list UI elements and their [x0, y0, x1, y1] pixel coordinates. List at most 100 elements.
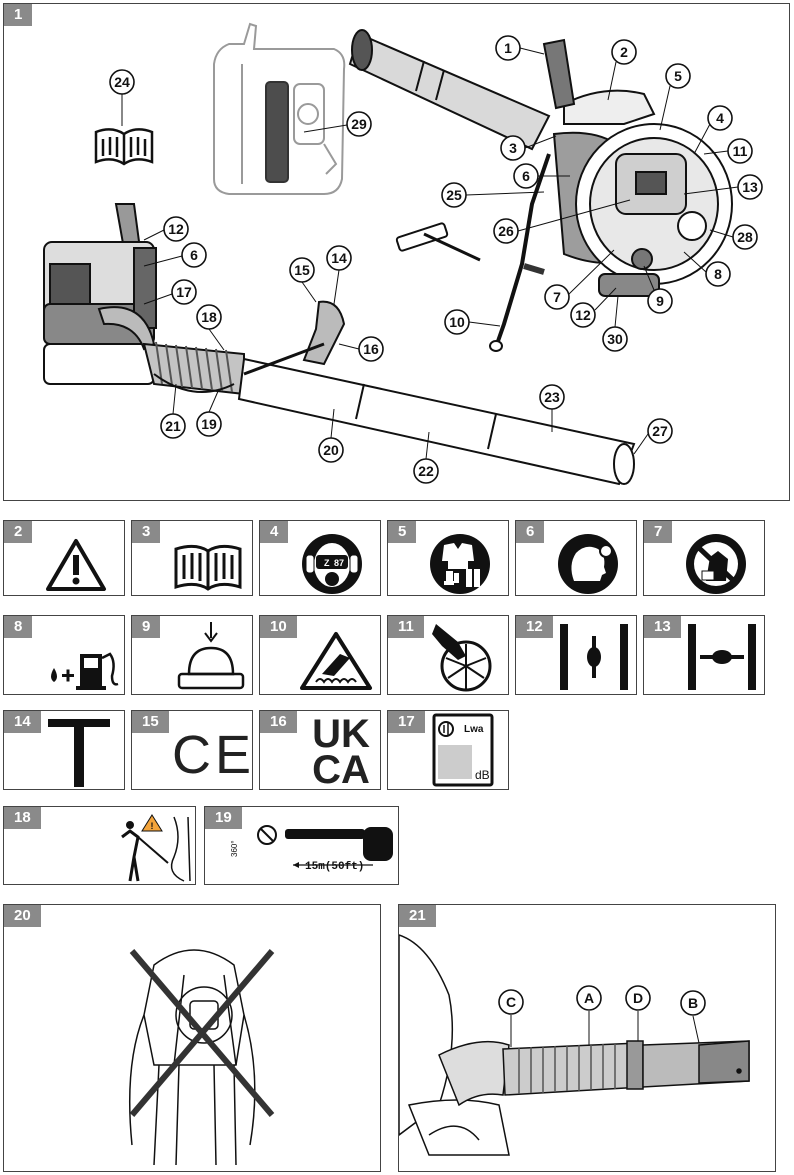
callout-14: 14: [331, 250, 347, 266]
figure-number: 15: [132, 711, 169, 733]
callout-18: 18: [201, 309, 217, 325]
callout-27: 27: [652, 423, 668, 439]
choke-open-icon: [688, 624, 756, 690]
symbol-2-warning: 2: [3, 520, 125, 596]
warning-triangle-icon: [46, 539, 106, 591]
symbol-10-hot-surface: 10: [259, 615, 381, 695]
sound-lwa-label: Lwa: [464, 724, 484, 735]
spark-plug-wrench: [395, 222, 481, 262]
callout-11: 11: [733, 143, 748, 159]
callout-16: 16: [363, 341, 379, 357]
callout-17: 17: [176, 284, 192, 300]
tie-long-hair-icon: [558, 534, 618, 594]
callout-a: A: [584, 990, 594, 1006]
choke-closed-icon: [560, 624, 628, 690]
figure-number: 1: [4, 4, 33, 26]
callout-10: 10: [449, 314, 465, 330]
figure-number: 4: [260, 521, 289, 543]
manual-book-icon: [174, 544, 242, 591]
symbol-14-t-mark: 14: [3, 710, 125, 790]
figure-number: 16: [260, 711, 297, 733]
symbol-11-rotating-fan: 11: [387, 615, 509, 695]
symbol-5-protective-clothing: 5: [387, 520, 509, 596]
ce-mark-label: CE: [172, 725, 253, 785]
blower-back-view: [213, 22, 346, 195]
fuel-oil-mixture-icon: [51, 652, 119, 690]
callout-6: 6: [190, 247, 198, 263]
primer-bulb-icon: [177, 622, 245, 690]
callout-24: 24: [114, 74, 130, 90]
figure-number: 21: [399, 905, 436, 927]
callout-8: 8: [714, 266, 722, 282]
callout-d: D: [633, 990, 643, 1006]
symbol-7-no-bystanders: 7: [643, 520, 765, 596]
symbol-12-choke-closed: 12: [515, 615, 637, 695]
figure-number: 7: [644, 521, 673, 543]
eye-protection-87-label: 87: [334, 558, 344, 568]
callout-23: 23: [544, 389, 560, 405]
callout-5: 5: [674, 68, 682, 84]
figure-20-do-not-wear-wrong: 20: [3, 904, 381, 1172]
blower-overview-drawing: 24 29 25 1 2 5 4 11 3 6 13 26 28 7 8 12 …: [43, 22, 763, 486]
figure-number: 8: [4, 616, 33, 638]
callout-2: 2: [620, 44, 628, 60]
symbol-8-fuel-mixture: 8: [3, 615, 125, 695]
callout-4: 4: [716, 110, 724, 126]
figure-number: 13: [644, 616, 681, 638]
figure-number: 17: [388, 711, 425, 733]
figure-number: 20: [4, 905, 41, 927]
callout-26: 26: [498, 223, 514, 239]
figure-1-overview: 1: [3, 3, 790, 501]
figure-number: 12: [516, 616, 553, 638]
blower-full-assembly: [43, 203, 636, 486]
callout-13: 13: [742, 179, 758, 195]
rotation-360-label: 360°: [230, 840, 239, 857]
symbol-6-tie-hair: 6: [515, 520, 637, 596]
figure-number: 19: [205, 807, 242, 829]
symbol-19-keep-distance: 19 360° 15m(50ft): [204, 806, 399, 885]
callout-b: B: [688, 995, 698, 1011]
callout-22: 22: [418, 463, 434, 479]
figure-number: 11: [388, 616, 424, 638]
overhead-power-line-hazard-icon: !: [121, 814, 191, 882]
callout-30: 30: [607, 331, 623, 347]
symbol-18-overhead-hazard: 18 !: [3, 806, 196, 885]
figure-number: 6: [516, 521, 545, 543]
symbol-15-ce-mark: 15 CE: [131, 710, 253, 790]
callout-7: 7: [553, 289, 561, 305]
callout-28: 28: [737, 229, 753, 245]
figure-number: 9: [132, 616, 161, 638]
callout-1: 1: [504, 40, 512, 56]
figure-21-hose-assembly: 21: [398, 904, 776, 1172]
manual-book-icon: [94, 128, 154, 166]
rotating-impeller-hand-icon: [432, 624, 492, 692]
sound-power-level-label: Lwa dB: [432, 713, 494, 787]
symbol-4-ear-eye-protection: 4 Z 87: [259, 520, 381, 596]
callout-c: C: [506, 994, 516, 1010]
callout-25: 25: [446, 187, 462, 203]
callout-3: 3: [509, 140, 517, 156]
callout-29: 29: [351, 116, 367, 132]
figure-number: 10: [260, 616, 297, 638]
symbol-16-ukca-mark: 16 UK CA: [259, 710, 381, 790]
callout-12: 12: [575, 307, 591, 323]
callout-12: 12: [168, 221, 184, 237]
ukca-mark-top: UK: [312, 712, 370, 756]
symbol-9-primer-bulb: 9: [131, 615, 253, 695]
callout-6: 6: [522, 168, 530, 184]
hot-surface-warning-icon: [300, 632, 372, 690]
distance-15m-label: 15m(50ft): [305, 861, 364, 873]
symbol-3-read-manual: 3: [131, 520, 253, 596]
no-bystanders-icon: [686, 534, 746, 594]
keep-bystanders-distance-icon: 360° 15m(50ft): [230, 825, 393, 873]
ear-eye-protection-icon: Z 87: [302, 534, 362, 594]
hose-tube-assembly-drawing: C A D B: [399, 934, 750, 1156]
symbol-17-sound-power: 17 Lwa dB: [387, 710, 509, 790]
callout-markers: [109, 35, 763, 484]
callout-19: 19: [201, 416, 217, 432]
callout-20: 20: [323, 442, 339, 458]
callout-9: 9: [656, 293, 664, 309]
svg-text:!: !: [151, 821, 154, 831]
figure-number: 14: [4, 711, 41, 733]
incorrect-wearing-drawing: [129, 949, 275, 1166]
